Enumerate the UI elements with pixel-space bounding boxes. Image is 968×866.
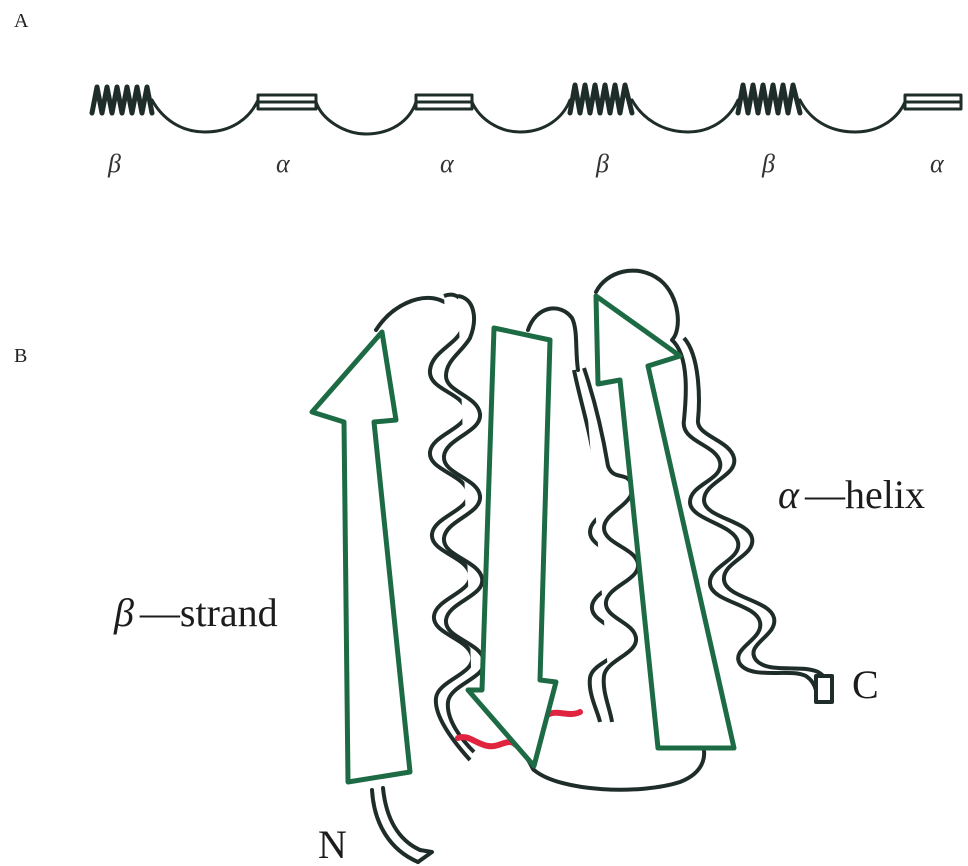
disulfide-2 xyxy=(546,712,580,716)
symbol-4: β xyxy=(595,149,609,178)
strand-2 xyxy=(468,328,556,766)
beta-zigzag-3 xyxy=(738,85,800,113)
beta-strand-symbol: β xyxy=(113,590,134,635)
symbol-1: β xyxy=(107,149,121,178)
n-terminus-label: N xyxy=(318,822,347,866)
symbol-5: β xyxy=(761,149,775,178)
beta-strands xyxy=(312,296,734,782)
beta-zigzag-2 xyxy=(570,85,632,113)
symbol-6: α xyxy=(930,149,945,178)
c-terminus-label: C xyxy=(852,662,879,707)
alpha-helix-symbol: α xyxy=(778,472,800,517)
connector-1 xyxy=(152,100,258,132)
connector-4 xyxy=(632,100,738,132)
alpha-helix-label: α—helix xyxy=(778,472,925,517)
connector-3 xyxy=(472,100,570,132)
connector-5 xyxy=(800,100,905,132)
beta-zigzag-1 xyxy=(92,87,152,113)
beta-strand-text: —strand xyxy=(139,590,278,635)
symbol-3: α xyxy=(440,149,455,178)
beta-strand-label: β—strand xyxy=(113,590,278,635)
panel-a-topology xyxy=(92,85,961,134)
strand-1 xyxy=(312,332,410,782)
alpha-helix-text: —helix xyxy=(804,472,925,517)
symbol-2: α xyxy=(276,149,291,178)
connector-2 xyxy=(316,102,416,134)
